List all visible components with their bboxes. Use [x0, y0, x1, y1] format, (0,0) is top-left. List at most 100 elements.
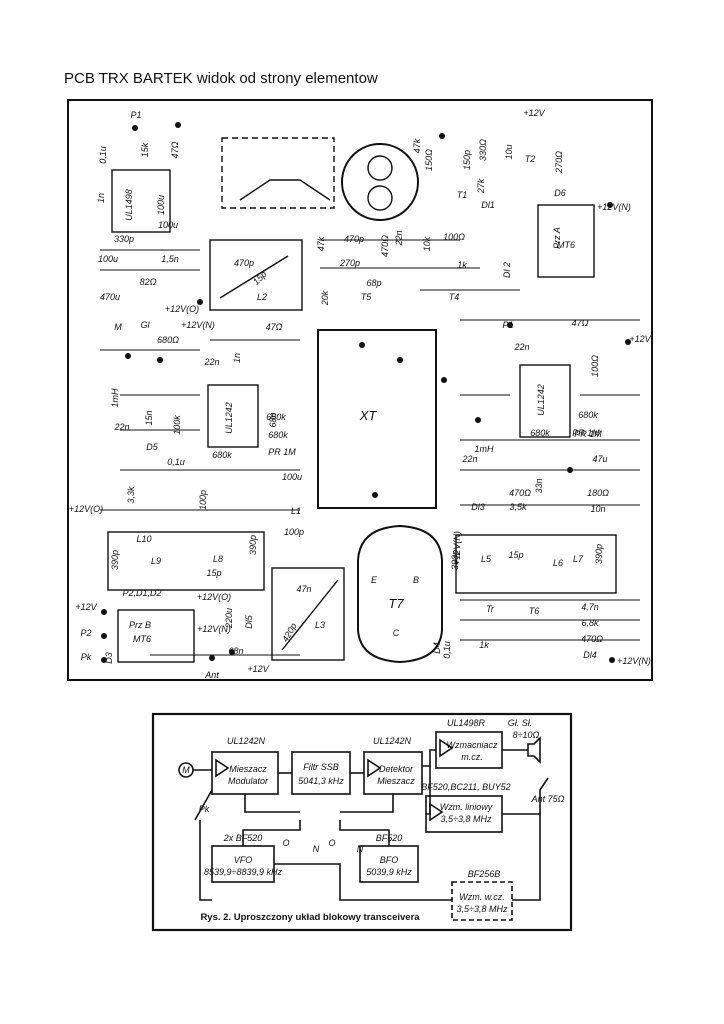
block-lin_amp-line1: Wzm. liniowy	[440, 802, 493, 812]
pcb-label-l9: L9	[151, 556, 161, 566]
pcb-label-c01u_b: 0,1u	[167, 457, 185, 467]
pcb-label-r270o: 270Ω	[554, 151, 564, 174]
block-label-bf_set: BF520,BC211, BUY52	[421, 782, 510, 792]
pcb-label-r100k: 100k	[172, 415, 182, 435]
block-diagram-frame	[151, 712, 573, 932]
pcb-label-d3: D3	[104, 652, 114, 664]
pcb-label-c22n_c: 22n	[113, 422, 129, 432]
pcb-label-d11: Dl1	[481, 200, 495, 210]
pcb-label-r470o_b: 470Ω	[581, 634, 603, 644]
pcb-label-c330p: 330p	[114, 234, 134, 244]
pcb-label-v12o_c: +12V(O)	[197, 592, 231, 602]
pcb-label-p1b: P1	[502, 320, 513, 330]
coil-l5-l7-box	[455, 534, 617, 594]
transistor-t7-outline	[357, 524, 443, 664]
block-rf_amp-line1: Wzm. w.cz.	[459, 892, 505, 902]
pcb-label-c15p_b: 15p	[206, 568, 221, 578]
pcb-label-c100u_d: 100u	[282, 472, 302, 482]
pcb-label-c10n: 10n	[590, 504, 605, 514]
pcb-label-pr1m_c: PR 1M	[572, 428, 600, 438]
pcb-label-t2: T2	[525, 154, 536, 164]
pcb-label-c1n_a: 1n	[96, 193, 106, 203]
pcb-label-c22n_a: 22n	[394, 230, 404, 246]
pcb-label-r15k: 15k	[140, 142, 150, 157]
pcb-label-przB: Prz B	[129, 620, 151, 630]
pcb-label-v12_t: +12V	[523, 108, 545, 118]
pcb-label-r33k: 3,3k	[126, 486, 136, 504]
pcb-label-c33n: 33n	[534, 478, 544, 493]
pcb-label-r47o_c: 47Ω	[572, 318, 589, 328]
pcb-label-c1mh: 1mH	[110, 388, 120, 408]
pcb-label-c47u: 47u	[592, 454, 607, 464]
pcb-label-c22n_b: 22n	[203, 357, 219, 367]
block-label-n2: N	[357, 844, 364, 854]
pcb-label-c100p: 100p	[198, 490, 208, 510]
pcb-label-r47o: 47Ω	[170, 141, 180, 158]
pcb-label-c390p_b: 390p	[248, 535, 258, 555]
pcb-label-c47n: 47n	[296, 584, 311, 594]
pcb-label-pk: Pk	[81, 652, 92, 662]
pcb-label-c100u_c: 100u	[98, 254, 118, 264]
pcb-label-l3: L3	[315, 620, 325, 630]
pcb-label-r47o_b: 47Ω	[266, 322, 283, 332]
pcb-label-pr1m_a: PR 1M	[268, 447, 296, 457]
pcb-label-dl5: Dl5	[244, 614, 254, 628]
pcb-label-l5: L5	[481, 554, 492, 564]
pcb-label-r1k_a: 1k	[457, 260, 467, 270]
pcb-label-gl: Gl	[141, 320, 151, 330]
block-ssb-filter	[291, 751, 351, 795]
pcb-label-ul1242_a: UL1242	[224, 402, 234, 434]
block-vfo-line2: 8539,9÷8839,9 kHz	[204, 867, 282, 877]
pcb-label-c390p_c: 390p	[450, 550, 460, 570]
pcb-label-r680k_a: 680k	[212, 450, 232, 460]
block-label-gl: Gł. Sł.	[508, 718, 533, 728]
pcb-label-l1: L1	[291, 506, 301, 516]
pcb-label-l10: L10	[136, 534, 151, 544]
block-label-ul1242_1: UL1242N	[227, 736, 266, 746]
pcb-label-r10k: 10k	[422, 236, 432, 251]
pcb-label-c: C	[393, 628, 400, 638]
block-label-mic: M	[182, 765, 190, 775]
block-bfo-line1: BFO	[380, 855, 399, 865]
speaker-icon	[527, 736, 541, 764]
pcb-label-c47n_b: 4,7n	[581, 602, 599, 612]
block-filter-line1: Filtr SSB	[303, 762, 339, 772]
pcb-label-r680k_e: 680k	[530, 428, 550, 438]
pcb-label-t4: T4	[449, 292, 460, 302]
pcb-label-l6: L6	[553, 558, 563, 568]
pcb-label-c390p_a: 390p	[110, 550, 120, 570]
pcb-label-c01u_c: 0,1u	[442, 641, 452, 659]
pcb-label-c100p_b: 100p	[284, 527, 304, 537]
pcb-label-m: M	[114, 322, 122, 332]
pcb-label-t1: T1	[457, 190, 468, 200]
block-rf_amp-line2: 3,5÷3,8 MHz	[457, 904, 508, 914]
block-label-pk: Pk	[199, 804, 210, 814]
pcb-label-tr: Tr	[486, 604, 495, 614]
pcb-label-r100o_b: 100Ω	[590, 355, 600, 377]
pcb-label-t7: T7	[388, 596, 404, 611]
block-lin_amp-line2: 3,5÷3,8 MHz	[441, 814, 492, 824]
pcb-label-t6: T6	[529, 606, 540, 616]
pcb-label-l7: L7	[573, 554, 584, 564]
pcb-label-c15n_b: 15n	[144, 410, 154, 425]
ic-ul1498-outline	[111, 169, 171, 233]
pcb-label-c220u: 220u	[224, 608, 234, 629]
block-diagram-caption: Rys. 2. Uproszczony układ blokowy transc…	[200, 912, 420, 923]
pcb-label-r330o: 330Ω	[478, 139, 488, 161]
pcb-label-v12n_e: +12V(N)	[617, 656, 651, 666]
pcb-label-c270p: 270p	[339, 258, 360, 268]
pcb-label-c15n: 1,5n	[161, 254, 179, 264]
pcb-label-c100u_a: 100u	[156, 195, 166, 215]
pcb-label-c100u_b: 100u	[158, 220, 178, 230]
block-label-gl_ohm: 8÷10Ω	[513, 730, 540, 740]
pcb-label-d12: Dl 2	[502, 262, 512, 278]
pcb-label-v12_r: +12V	[629, 334, 651, 344]
pcb-label-v12o_b: +12V(O)	[69, 504, 103, 514]
relay-a-outline	[537, 204, 595, 278]
pcb-label-c1k_b: 1k	[479, 640, 489, 650]
coil-l2-box	[209, 239, 303, 311]
pcb-label-e: E	[371, 575, 378, 585]
pcb-label-mt6b: MT6	[133, 634, 151, 644]
